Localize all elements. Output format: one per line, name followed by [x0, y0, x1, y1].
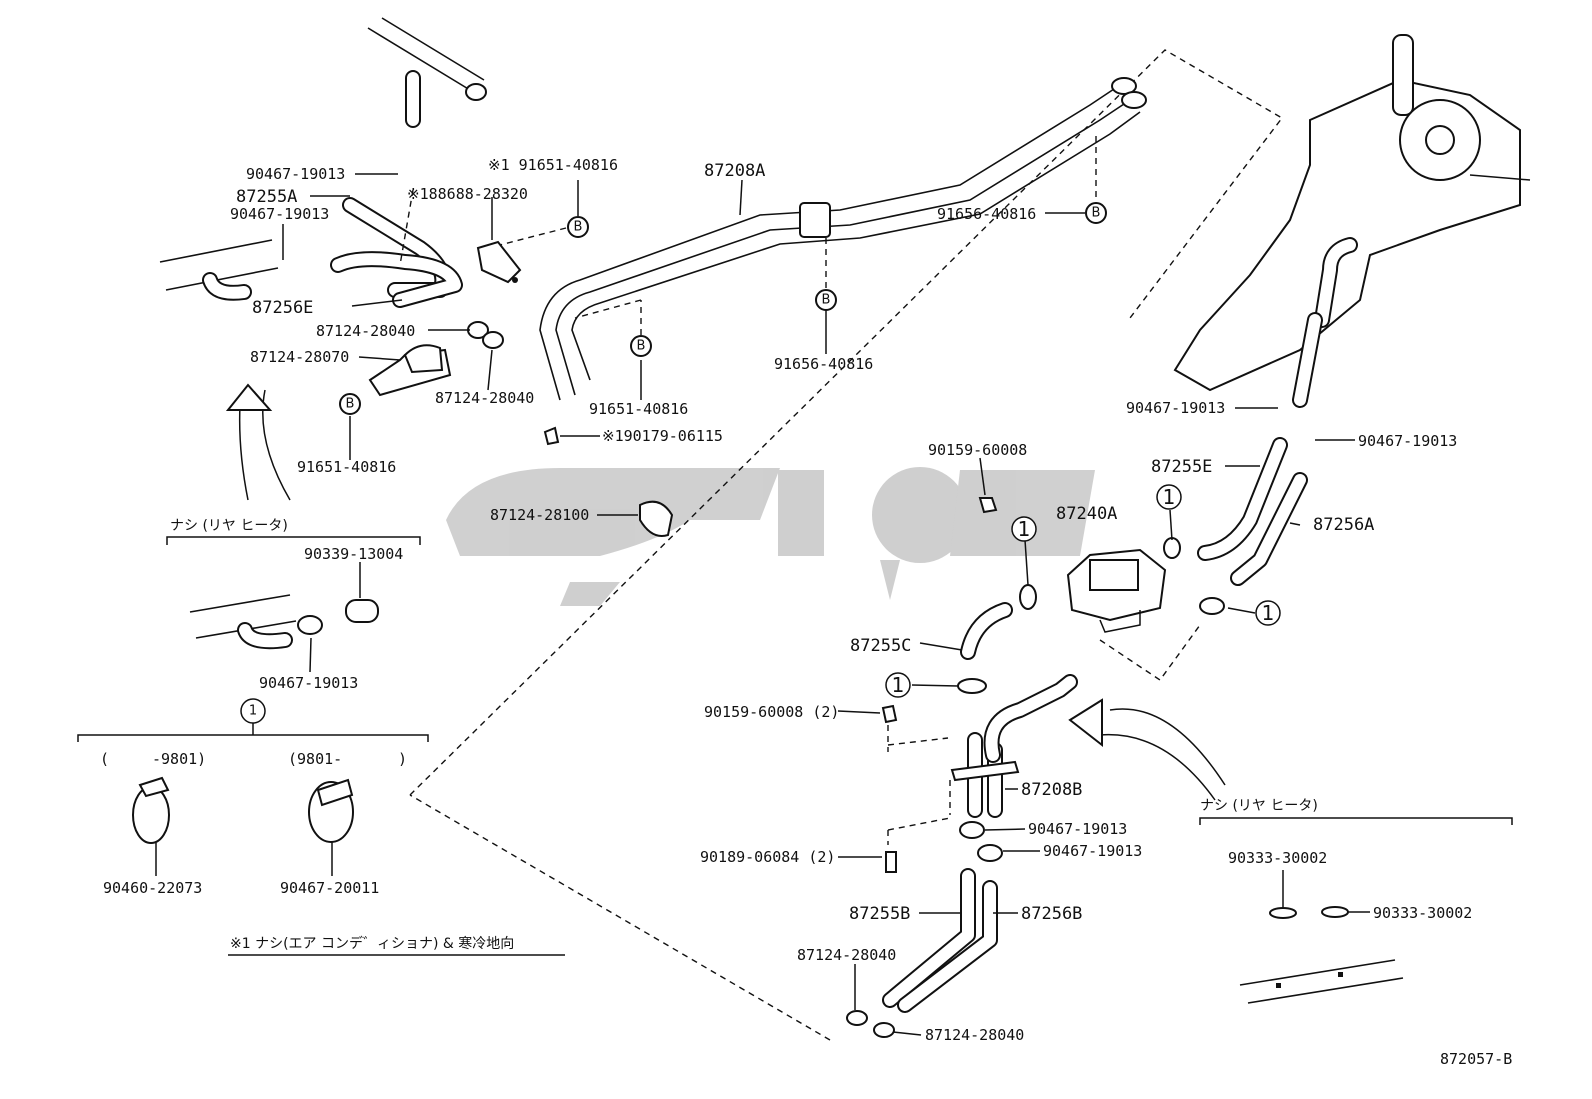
label-190179-06115: ※190179-06115: [602, 427, 723, 445]
label-87124-28040-c: 87124-28040: [797, 946, 896, 964]
bracket-left-pipe: [476, 240, 522, 284]
hose-87255a-87256e: [330, 197, 463, 308]
bracket-87124-28070: [368, 344, 452, 397]
label-87256e: 87256E: [252, 298, 313, 318]
label-87255b: 87255B: [849, 904, 910, 924]
callout-1-a: 1: [1011, 516, 1037, 542]
footnote-1: ※1 ナシ(エア コンデ゛ィショナ) & 寒冷地向: [230, 935, 514, 952]
label-91656-40816-b: 91656-40816: [774, 355, 873, 373]
label-91651-40816-b: 91651-40816: [589, 400, 688, 418]
pipe-87208b: [950, 674, 1078, 818]
watermark: [446, 467, 1095, 606]
label-87255e: 87255E: [1151, 457, 1212, 477]
svg-text:B: B: [637, 339, 646, 354]
callout-1-b: 1: [1156, 484, 1182, 510]
callout-1-d: 1: [885, 672, 911, 698]
nut-190179: [543, 426, 560, 446]
hose-87255b-87256b: [846, 868, 998, 1038]
plug-section: [189, 594, 379, 650]
callout-b-4: B: [630, 335, 652, 357]
svg-text:1: 1: [1262, 601, 1275, 625]
label-87240a: 87240A: [1056, 504, 1117, 524]
label-90460-22073: 90460-22073: [103, 879, 202, 897]
callout-1-e: 1: [240, 698, 266, 724]
svg-text:1: 1: [249, 704, 257, 719]
clamp-variants: [132, 776, 354, 844]
label-87256a: 87256A: [1313, 515, 1374, 535]
label-87124-28070: 87124-28070: [250, 348, 349, 366]
svg-text:B: B: [1092, 206, 1101, 221]
top-pipe-fragment: [367, 17, 487, 128]
label-90159-60008: 90159-60008: [928, 441, 1027, 459]
range-open-paren: (: [100, 750, 109, 768]
heading-no-rear-heater-right: ナシ (リヤ ヒータ): [1200, 798, 1318, 814]
callout-b-3: B: [815, 289, 837, 311]
label-90333-30002-a: 90333-30002: [1228, 849, 1327, 867]
label-87124-28040-a: 87124-28040: [316, 322, 415, 340]
svg-text:1: 1: [1163, 485, 1176, 509]
range-after-9801: (9801-: [288, 750, 342, 768]
label-87256b: 87256B: [1021, 904, 1082, 924]
clamps-90467-lower: [959, 821, 1003, 862]
hose-87255e-87256a: [1197, 437, 1308, 586]
pipe-87208a: [539, 77, 1147, 401]
callout-b-1: B: [567, 216, 589, 238]
label-90467-19013-a: 90467-19013: [246, 165, 345, 183]
label-87255c: 87255C: [850, 636, 911, 656]
label-90467-19013-f: 90467-19013: [1358, 432, 1457, 450]
label-87124-28040-d: 87124-28040: [925, 1026, 1024, 1044]
clamp-87124-28100: [639, 500, 674, 537]
label-91656-40816-a: 91656-40816: [937, 205, 1036, 223]
hose-87255c: [960, 602, 1013, 660]
label-90159-60008-2: 90159-60008 (2): [704, 703, 839, 721]
callout-b-2: B: [1085, 202, 1107, 224]
label-90339-13004: 90339-13004: [304, 545, 403, 563]
section-brackets: [77, 536, 1513, 956]
clamps-87124-28040: [467, 321, 504, 349]
bolts: [881, 497, 998, 873]
label-90333-30002-b: 90333-30002: [1373, 904, 1472, 922]
label-87255a: 87255A: [236, 187, 297, 207]
heading-no-rear-heater-left: ナシ (リヤ ヒータ): [170, 518, 288, 534]
svg-text:B: B: [822, 293, 831, 308]
svg-text:B: B: [574, 220, 583, 235]
label-90467-19013-c: 90467-19013: [1028, 820, 1127, 838]
label-90467-19013-d: 90467-19013: [1043, 842, 1142, 860]
valve-87240a: [1066, 548, 1167, 633]
label-87208a: 87208A: [704, 161, 765, 181]
leader-lines: [155, 136, 1370, 1036]
label-90467-20011: 90467-20011: [280, 879, 379, 897]
label-90467-19013-g: 90467-19013: [259, 674, 358, 692]
direction-arrows: [225, 383, 1226, 801]
svg-text:1: 1: [892, 673, 905, 697]
diagram-reference: 872057-B: [1440, 1050, 1512, 1068]
label-87208b: 87208B: [1021, 780, 1082, 800]
label-87124-28040-b: 87124-28040: [435, 389, 534, 407]
svg-text:B: B: [346, 397, 355, 412]
callout-b-5: B: [339, 393, 361, 415]
label-188688-28320: ※188688-28320: [407, 185, 528, 203]
label-90189-06084-2: 90189-06084 (2): [700, 848, 835, 866]
label-90467-19013-e: 90467-19013: [1126, 399, 1225, 417]
label-90467-19013-b: 90467-19013: [230, 205, 329, 223]
label-87124-28100: 87124-28100: [490, 506, 589, 524]
callout-1-c: 1: [1255, 600, 1281, 626]
svg-text:1: 1: [1018, 517, 1031, 541]
heater-unit: [1173, 34, 1531, 408]
label-91651-40816-a: 91651-40816: [297, 458, 396, 476]
range-before-9801: -9801): [152, 750, 206, 768]
range-close-paren: ): [398, 750, 407, 768]
heater-pipe-left: [159, 239, 279, 301]
label-s1-91651-40816: ※1 91651-40816: [488, 156, 618, 174]
assembly-outline: [409, 49, 1284, 1041]
